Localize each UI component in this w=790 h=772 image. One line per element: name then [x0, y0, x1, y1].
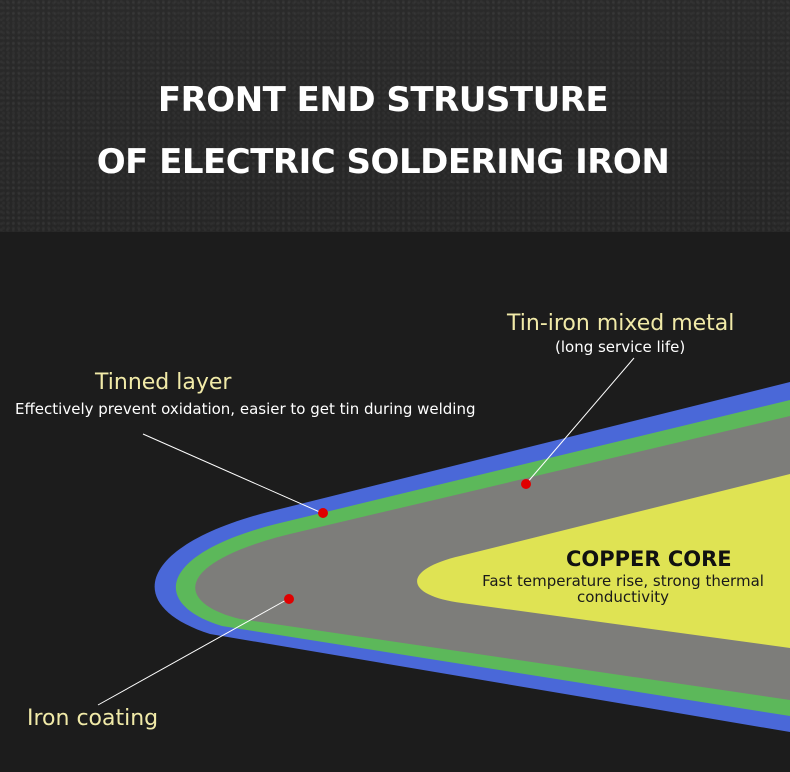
tin-iron-marker	[521, 479, 531, 489]
tinned-layer-title: Tinned layer	[95, 370, 232, 395]
title-line-2: OF ELECTRIC SOLDERING IRON	[96, 142, 670, 182]
copper-core-desc: Fast temperature rise, strong thermal co…	[482, 572, 764, 606]
iron-coating-marker	[284, 594, 294, 604]
copper-core-shape	[417, 474, 790, 648]
iron-coating-leader	[97, 598, 289, 706]
tin-iron-leader	[525, 357, 635, 485]
iron-coating-title: Iron coating	[27, 706, 159, 731]
title-line-1: FRONT END STRUSTURE	[157, 80, 609, 120]
tinned-layer-marker	[318, 508, 328, 518]
tin-iron-title: Tin-iron mixed metal	[507, 311, 735, 336]
tin-iron-desc: (long service life)	[555, 338, 686, 356]
tinned-layer-desc: Effectively prevent oxidation, easier to…	[15, 400, 476, 418]
header-band	[0, 0, 790, 232]
copper-core-title: COPPER CORE	[566, 547, 732, 571]
tinned-layer-leader	[142, 433, 323, 514]
